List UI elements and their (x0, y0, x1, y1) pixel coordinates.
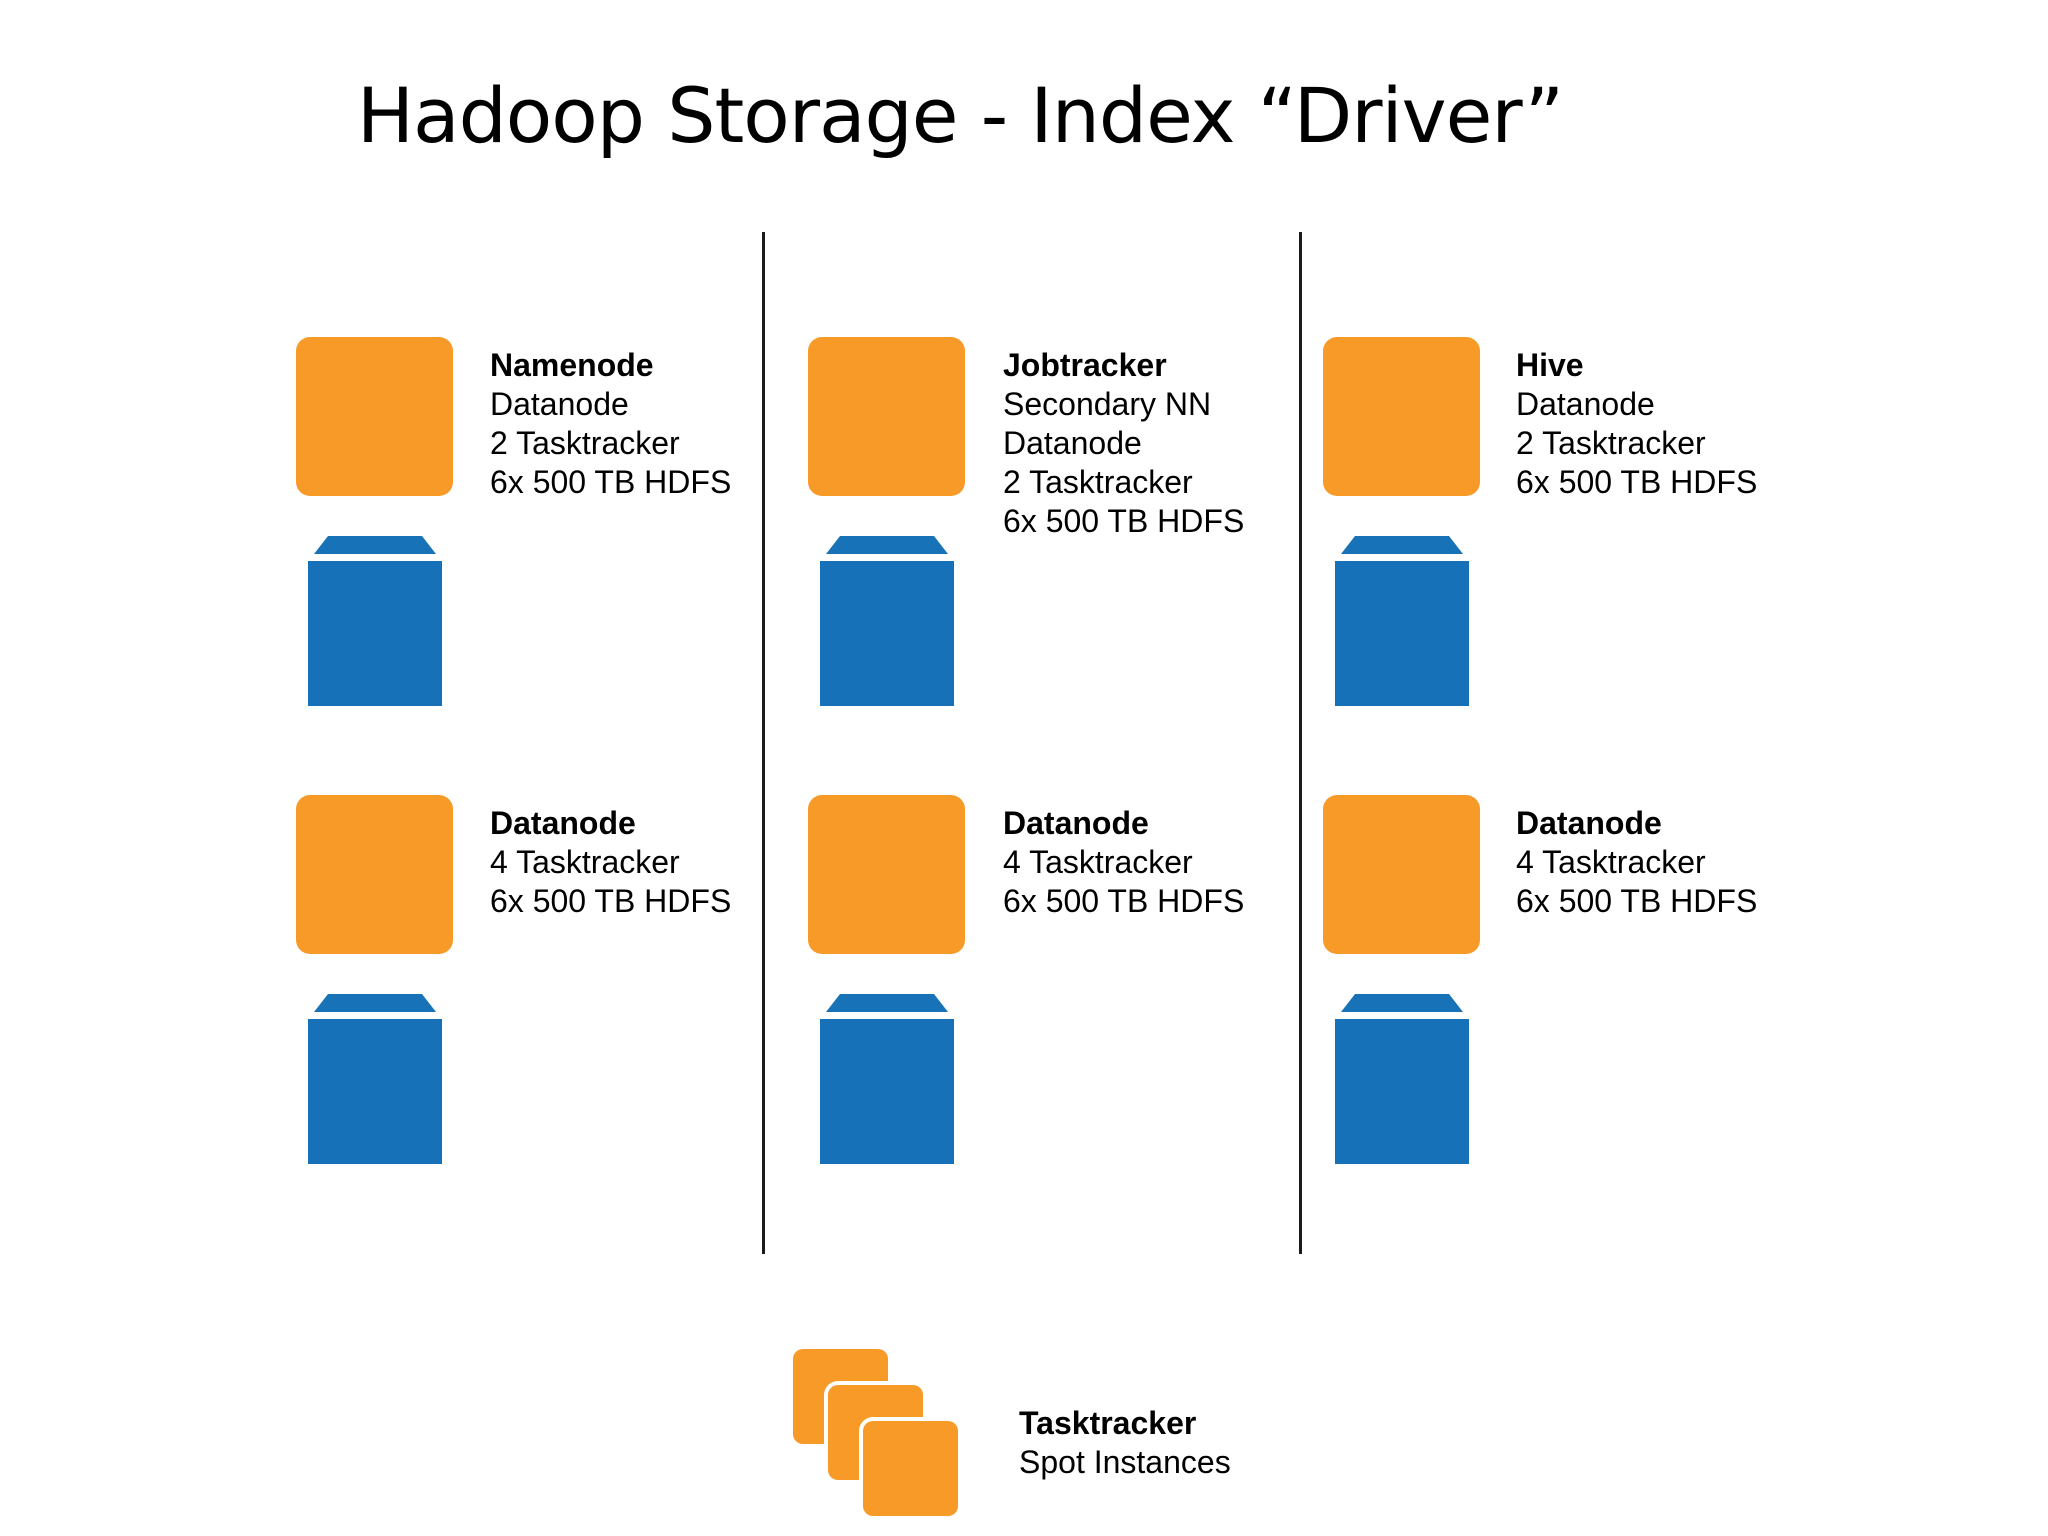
node-label-spot: Tasktracker Spot Instances (1019, 1404, 1231, 1482)
ec2-instance-icon (1323, 337, 1480, 496)
page-title: Hadoop Storage - Index “Driver” (356, 71, 1564, 160)
ec2-instance-icon (808, 337, 965, 496)
node-detail: Secondary NN (1003, 386, 1212, 422)
node-role: Tasktracker (1019, 1405, 1197, 1441)
node-detail: 6x 500 TB HDFS (1516, 883, 1758, 919)
node-label-hive: Hive Datanode 2 Tasktracker 6x 500 TB HD… (1516, 346, 1757, 502)
node-detail: 6x 500 TB HDFS (1003, 503, 1245, 539)
node-detail: 6x 500 TB HDFS (1003, 883, 1245, 919)
node-detail: 2 Tasktracker (1516, 425, 1706, 461)
ec2-instance-icon (808, 795, 965, 954)
node-detail: 4 Tasktracker (1516, 844, 1706, 880)
node-role: Jobtracker (1003, 347, 1167, 383)
ec2-instance-icon (296, 795, 453, 954)
node-detail: Datanode (1003, 425, 1142, 461)
node-label-namenode: Namenode Datanode 2 Tasktracker 6x 500 T… (490, 346, 731, 502)
node-detail: Datanode (1516, 386, 1655, 422)
node-role: Datanode (1516, 805, 1662, 841)
node-detail: 6x 500 TB HDFS (490, 883, 732, 919)
node-detail: 4 Tasktracker (490, 844, 680, 880)
node-label-jobtracker: Jobtracker Secondary NN Datanode 2 Taskt… (1003, 346, 1244, 541)
node-detail: 2 Tasktracker (490, 425, 680, 461)
node-label-datanode: Datanode 4 Tasktracker 6x 500 TB HDFS (490, 804, 731, 921)
node-detail: Datanode (490, 386, 629, 422)
node-label-datanode: Datanode 4 Tasktracker 6x 500 TB HDFS (1003, 804, 1244, 921)
node-detail: 4 Tasktracker (1003, 844, 1193, 880)
node-detail: Spot Instances (1019, 1444, 1231, 1480)
column-divider-1 (762, 232, 765, 1254)
ec2-instance-icon (296, 337, 453, 496)
node-label-datanode: Datanode 4 Tasktracker 6x 500 TB HDFS (1516, 804, 1757, 921)
node-role: Datanode (1003, 805, 1149, 841)
ec2-instance-icon (1323, 795, 1480, 954)
node-role: Hive (1516, 347, 1584, 383)
node-detail: 6x 500 TB HDFS (1516, 464, 1758, 500)
node-role: Datanode (490, 805, 636, 841)
column-divider-2 (1299, 232, 1302, 1254)
node-detail: 2 Tasktracker (1003, 464, 1193, 500)
node-detail: 6x 500 TB HDFS (490, 464, 732, 500)
spot-instances-icon (793, 1349, 963, 1519)
node-role: Namenode (490, 347, 654, 383)
